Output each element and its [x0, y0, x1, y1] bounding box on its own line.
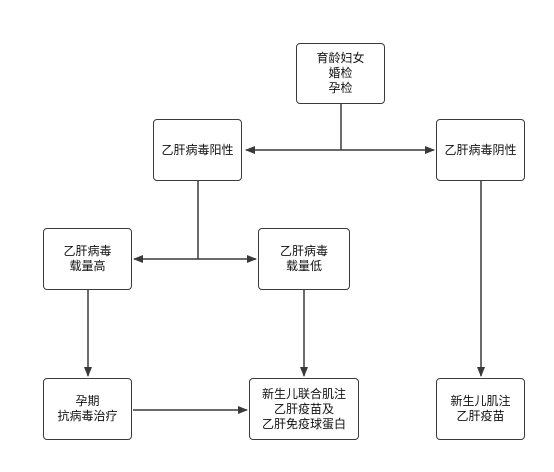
box-antiviral-treatment-line-1: 孕期	[75, 394, 100, 408]
box-hbv-negative: 乙肝病毒阴性	[436, 119, 525, 181]
box-low-viral-load-line-1: 乙肝病毒	[279, 244, 328, 258]
box-low-viral-load: 乙肝病毒 载量低	[258, 228, 350, 290]
box-high-viral-load-line-2: 载量高	[69, 259, 106, 273]
box-hbv-positive: 乙肝病毒阳性	[153, 119, 242, 181]
box-hbv-positive-line-1: 乙肝病毒阳性	[161, 142, 234, 157]
box-low-viral-load-line-2: 载量低	[285, 259, 322, 273]
box-high-viral-load: 乙肝病毒 载量高	[43, 228, 132, 290]
box-combined-immunization: 新生儿联合肌注 乙肝疫苗及 乙肝免疫球蛋白	[249, 378, 359, 440]
box-childbearing-women-line-1: 育龄妇女	[316, 51, 365, 65]
box-hbv-negative-line-1: 乙肝病毒阴性	[444, 142, 517, 157]
box-vaccine-only-line-2: 乙肝疫苗	[456, 409, 505, 423]
box-vaccine-only-line-1: 新生儿肌注	[450, 394, 511, 408]
box-combined-immunization-line-3: 乙肝免疫球蛋白	[261, 416, 346, 431]
box-antiviral-treatment: 孕期 抗病毒治疗	[43, 378, 132, 440]
box-childbearing-women-line-3: 孕检	[328, 81, 353, 95]
box-vaccine-only: 新生儿肌注 乙肝疫苗	[436, 378, 525, 440]
box-combined-immunization-line-2: 乙肝疫苗及	[273, 401, 334, 416]
box-combined-immunization-line-1: 新生儿联合肌注	[261, 386, 346, 401]
box-childbearing-women-line-2: 婚检	[328, 66, 353, 80]
box-antiviral-treatment-line-2: 抗病毒治疗	[57, 409, 118, 423]
box-childbearing-women: 育龄妇女 婚检 孕检	[296, 43, 385, 104]
box-high-viral-load-line-1: 乙肝病毒	[63, 244, 112, 258]
